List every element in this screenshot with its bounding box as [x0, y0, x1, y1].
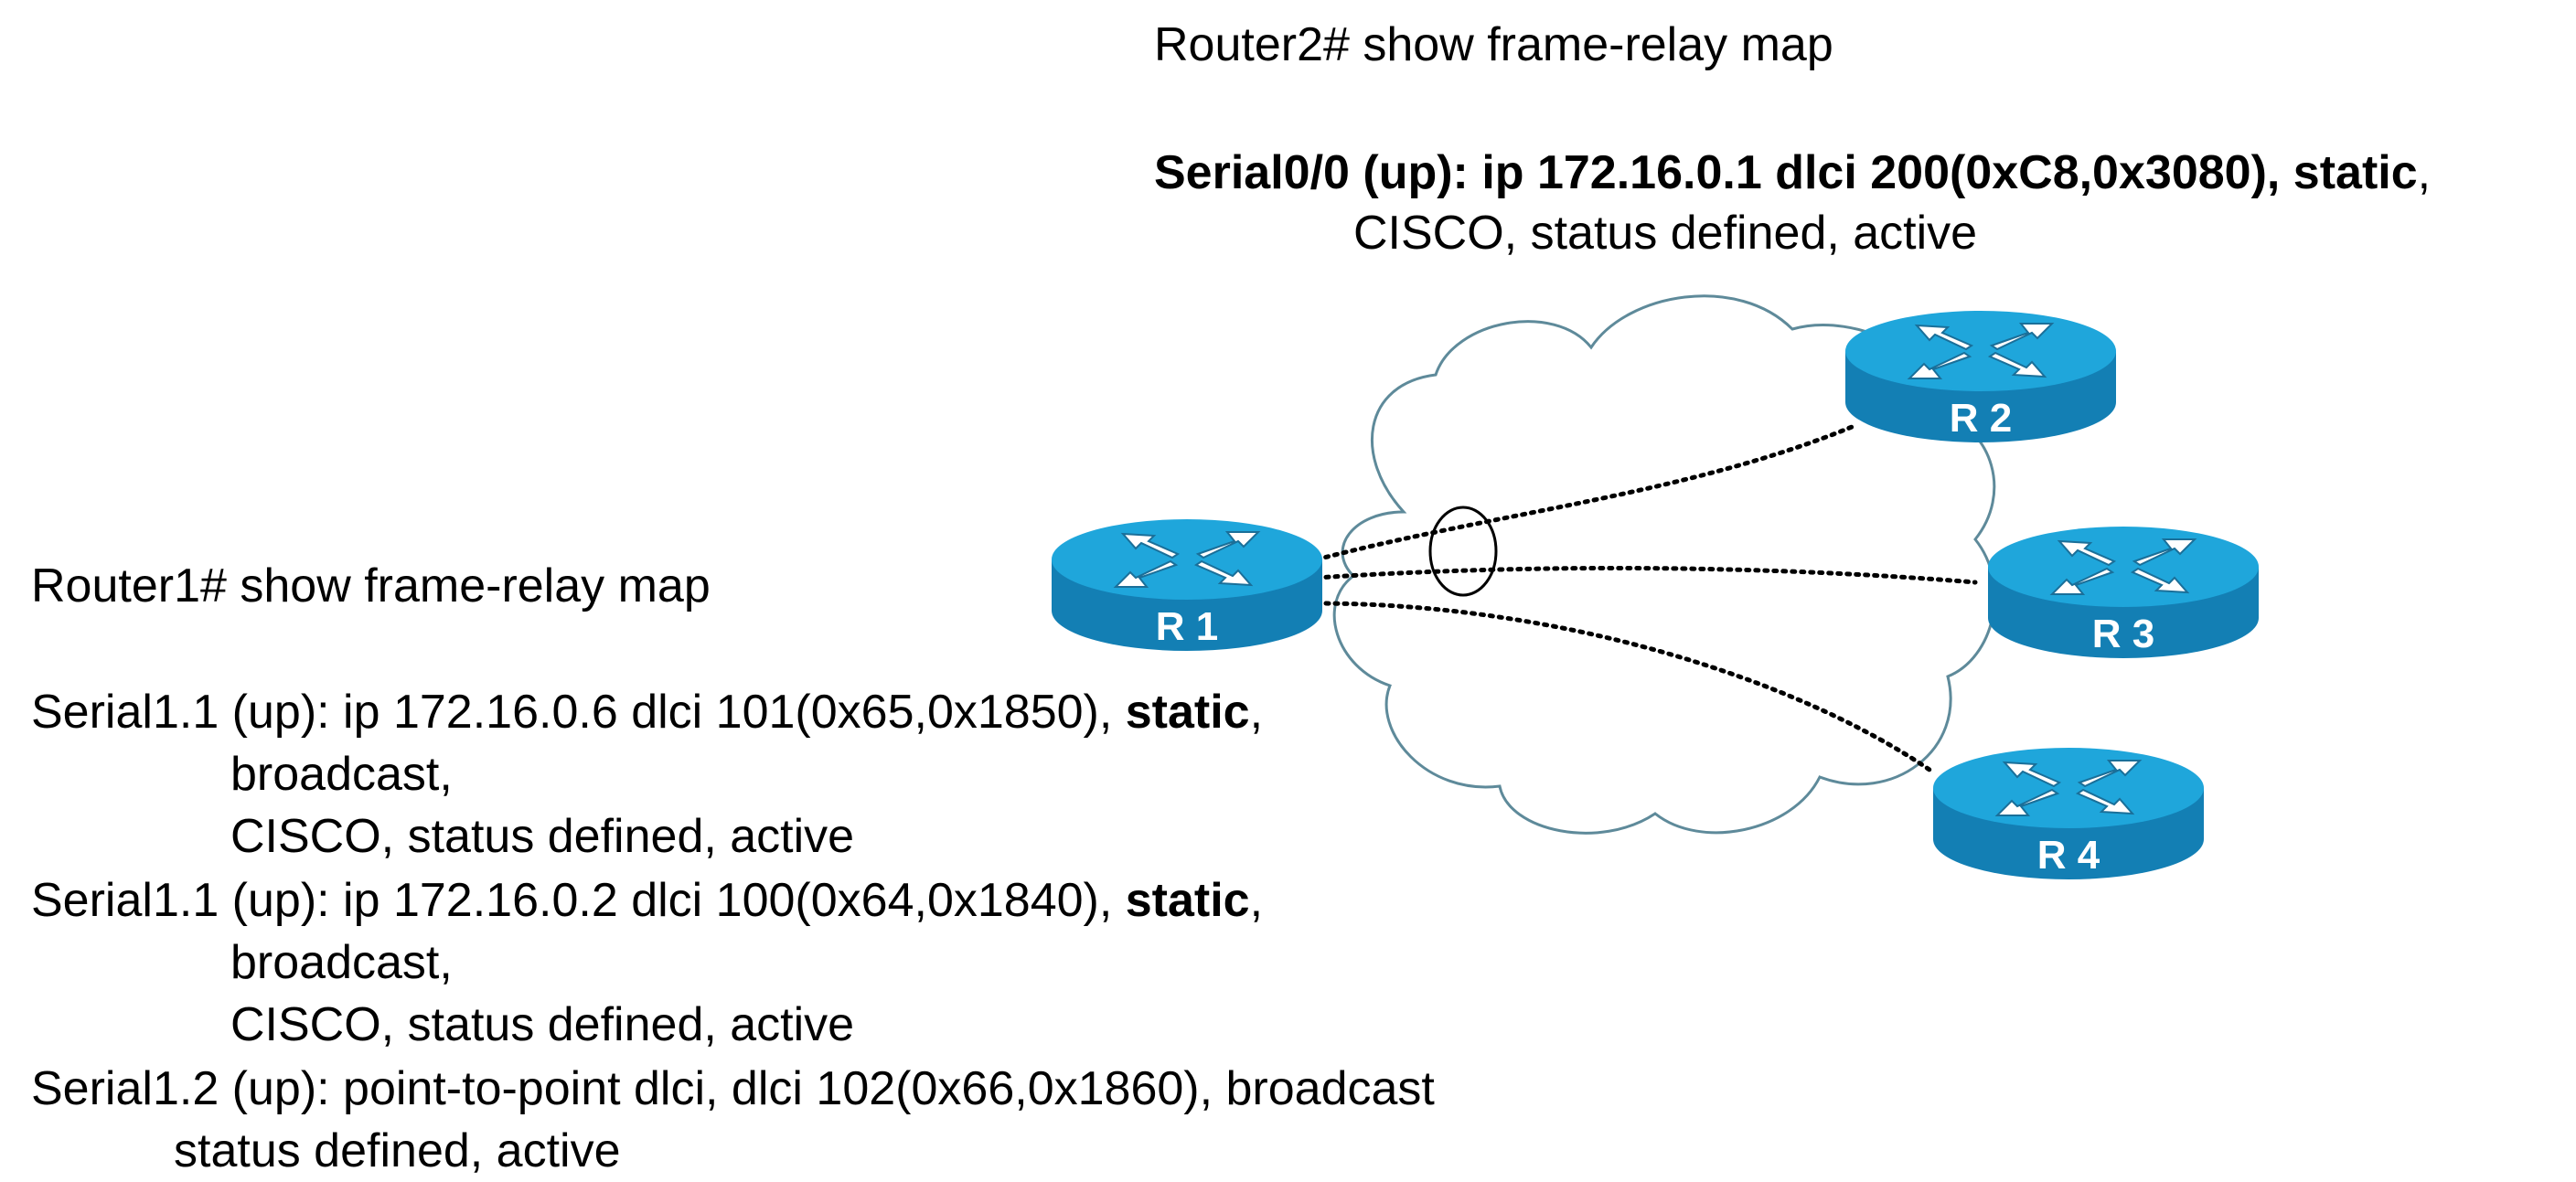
router-label: R 2 [1950, 396, 2012, 441]
pvc-link-r1-r4 [1314, 601, 1932, 772]
pvc-links [1314, 422, 1978, 772]
router-r4[interactable]: R 4 [1933, 748, 2204, 879]
router2-map-entry-trailing: , [2417, 146, 2432, 199]
router1-map-entry2-line2: broadcast, [230, 936, 453, 989]
router1-map-entry3-line2: status defined, active [174, 1124, 621, 1177]
static-keyword: static [1125, 686, 1250, 739]
pvc-link-r1-r2 [1314, 422, 1859, 562]
entry-suffix: , [1249, 686, 1264, 739]
router2-map-entry-line1: Serial0/0 (up): ip 172.16.0.1 dlci 200(0… [1154, 143, 2431, 204]
router-r2[interactable]: R 2 [1845, 311, 2116, 442]
static-keyword: static [1125, 874, 1250, 927]
router1-map-entry3-line1: Serial1.2 (up): point-to-point dlci, dlc… [31, 1062, 1435, 1115]
router1-map-entry1-line2: broadcast, [230, 748, 453, 801]
router-label: R 3 [2092, 612, 2154, 656]
pvc-link-r1-r3 [1314, 565, 1978, 585]
router-label: R 1 [1156, 604, 1218, 649]
router2-map-entry-bold: Serial0/0 (up): ip 172.16.0.1 dlci 200(0… [1154, 146, 2418, 199]
frame-relay-cloud [1332, 294, 1996, 835]
router2-command: Router2# show frame-relay map [1154, 18, 1833, 71]
router1-map-entry1-line3: CISCO, status defined, active [230, 810, 855, 863]
router1-command: Router1# show frame-relay map [31, 559, 711, 612]
router1-map-entry2-line1: Serial1.1 (up): ip 172.16.0.2 dlci 100(0… [31, 870, 1263, 932]
entry-text: Serial1.1 (up): ip 172.16.0.6 dlci 101(0… [31, 686, 1126, 739]
router-r3[interactable]: R 3 [1988, 527, 2259, 658]
pvc-highlight-ellipse [1428, 506, 1498, 597]
router-r1[interactable]: R 1 [1052, 519, 1322, 651]
router1-map-entry2-line3: CISCO, status defined, active [230, 998, 855, 1051]
router1-map-entry1-line1: Serial1.1 (up): ip 172.16.0.6 dlci 101(0… [31, 682, 1263, 743]
router2-map-entry-line2: CISCO, status defined, active [1353, 207, 1978, 260]
router-label: R 4 [2037, 833, 2100, 878]
entry-text: Serial1.1 (up): ip 172.16.0.2 dlci 100(0… [31, 874, 1126, 927]
entry-suffix: , [1249, 874, 1264, 927]
